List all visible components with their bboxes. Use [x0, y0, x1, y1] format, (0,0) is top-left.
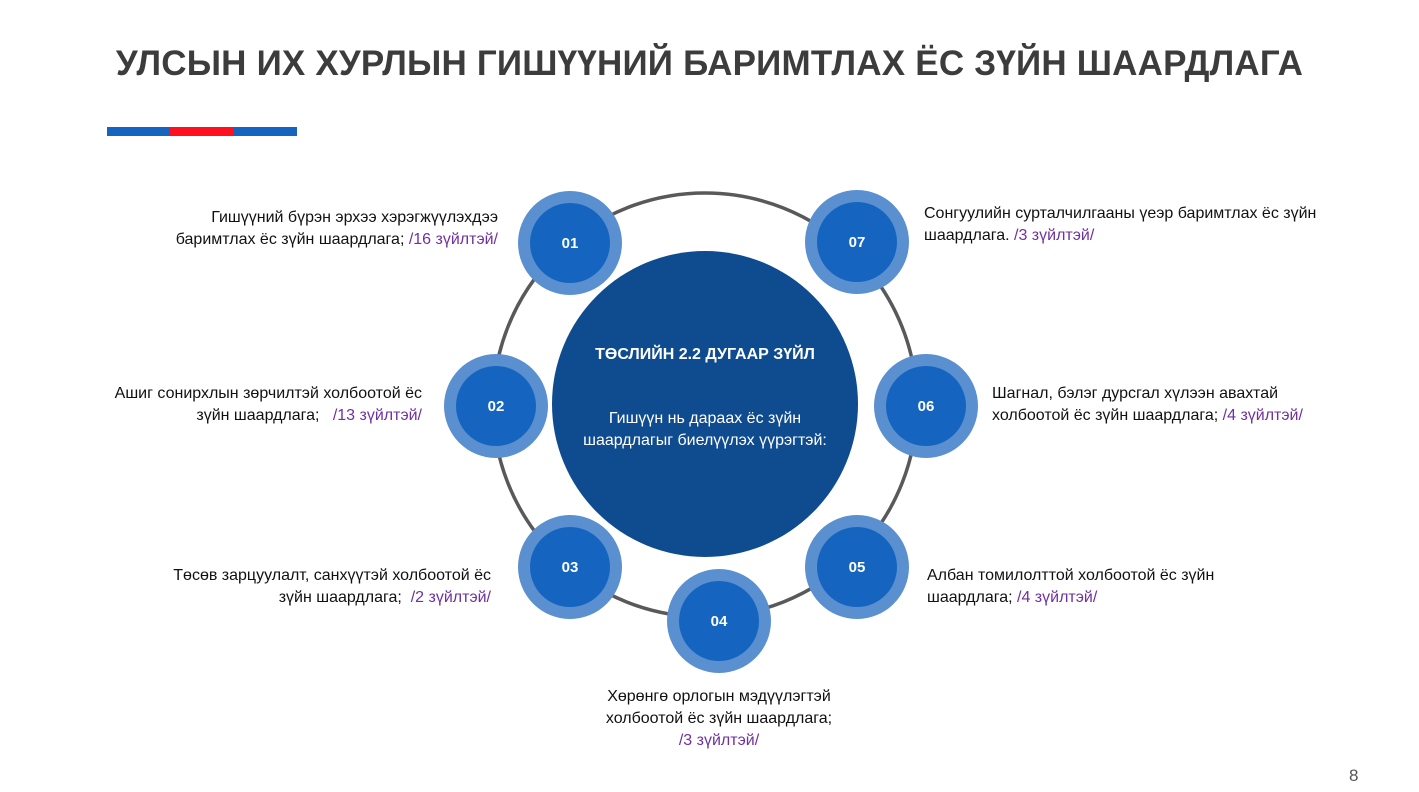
slide-title: УЛСЫН ИХ ХУРЛЫН ГИШҮҮНИЙ БАРИМТЛАХ ЁС ЗҮ…	[115, 44, 1304, 83]
label-line: Албан томилолттой холбоотой ёс зүйн	[927, 567, 1215, 584]
item-count: /13 зүйлтэй/	[332, 407, 422, 424]
accent-stripe-blue-right	[233, 127, 297, 136]
node-05: 05	[805, 515, 909, 619]
node-number: 01	[530, 203, 610, 283]
label-line: холбоотой ёс зүйн шаардлага;	[605, 710, 833, 727]
center-heading: ТӨСЛИЙН 2.2 ДУГААР ЗҮЙЛ	[595, 346, 815, 363]
label-line: зүйн шаардлага; /2 зүйлтэй/	[173, 587, 491, 609]
node-01: 01	[518, 191, 622, 295]
item-label-02: Ашиг сонирхлын зөрчилтэй холбоотой ёс зү…	[115, 383, 422, 427]
item-count: /4 зүйлтэй/	[1017, 589, 1098, 606]
item-label-04: Хөрөнгө орлогын мэдүүлэгтэй холбоотой ёс…	[569, 686, 869, 752]
accent-stripe-red	[170, 127, 233, 136]
node-06: 06	[874, 354, 978, 458]
node-number: 02	[456, 366, 536, 446]
label-line: Ашиг сонирхлын зөрчилтэй холбоотой ёс	[114, 385, 422, 402]
item-label-06: Шагнал, бэлэг дурсгал хүлээн авахтай хол…	[992, 383, 1303, 427]
page-number: 8	[1349, 766, 1359, 785]
label-text: шаардлага.	[924, 227, 1015, 244]
item-label-01: Гишүүний бүрэн эрхээ хэрэгжүүлэхдээ бари…	[176, 207, 498, 251]
label-line: Хөрөнгө орлогын мэдүүлэгтэй	[607, 688, 831, 705]
label-line: холбоотой ёс зүйн шаардлага; /4 зүйлтэй/	[992, 405, 1303, 427]
label-line: шаардлага; /4 зүйлтэй/	[927, 587, 1214, 609]
label-line: Гишүүний бүрэн эрхээ хэрэгжүүлэхдээ	[211, 209, 498, 226]
label-text: холбоотой ёс зүйн шаардлага;	[992, 407, 1223, 424]
item-count: /16 зүйлтэй/	[408, 231, 498, 248]
label-line: зүйн шаардлага; /13 зүйлтэй/	[115, 405, 422, 427]
item-label-07: Сонгуулийн сурталчилгааны үеэр баримтлах…	[924, 203, 1316, 247]
label-line: Шагнал, бэлэг дурсгал хүлээн авахтай	[992, 385, 1279, 402]
label-line: Төсөв зарцуулалт, санхүүтэй холбоотой ёс	[173, 567, 491, 584]
label-text: баримтлах ёс зүйн шаардлага;	[175, 231, 409, 248]
node-number: 07	[817, 202, 897, 282]
item-label-05: Албан томилолттой холбоотой ёс зүйн шаар…	[927, 565, 1214, 609]
label-text: шаардлага;	[927, 589, 1018, 606]
item-count: /3 зүйлтэй/	[678, 732, 760, 749]
node-number: 05	[817, 527, 897, 607]
node-02: 02	[444, 354, 548, 458]
node-number: 06	[886, 366, 966, 446]
accent-stripe-blue-left	[107, 127, 170, 136]
node-03: 03	[518, 515, 622, 619]
item-label-03: Төсөв зарцуулалт, санхүүтэй холбоотой ёс…	[173, 565, 491, 609]
label-line: Сонгуулийн сурталчилгааны үеэр баримтлах…	[924, 205, 1317, 222]
label-text: зүйн шаардлага;	[278, 589, 411, 606]
label-line: шаардлага. /3 зүйлтэй/	[924, 225, 1316, 247]
item-count: /4 зүйлтэй/	[1222, 407, 1303, 424]
label-text: зүйн шаардлага;	[196, 407, 333, 424]
node-07: 07	[805, 190, 909, 294]
node-number: 04	[679, 581, 759, 661]
node-04: 04	[667, 569, 771, 673]
item-count: /3 зүйлтэй/	[1014, 227, 1095, 244]
node-number: 03	[530, 527, 610, 607]
label-line: баримтлах ёс зүйн шаардлага; /16 зүйлтэй…	[176, 229, 498, 251]
center-circle: ТӨСЛИЙН 2.2 ДУГААР ЗҮЙЛ Гишүүн нь дараах…	[552, 251, 858, 557]
item-count: /2 зүйлтэй/	[410, 589, 491, 606]
center-subtext: Гишүүн нь дараах ёс зүйн шаардлагыг биел…	[583, 410, 827, 449]
